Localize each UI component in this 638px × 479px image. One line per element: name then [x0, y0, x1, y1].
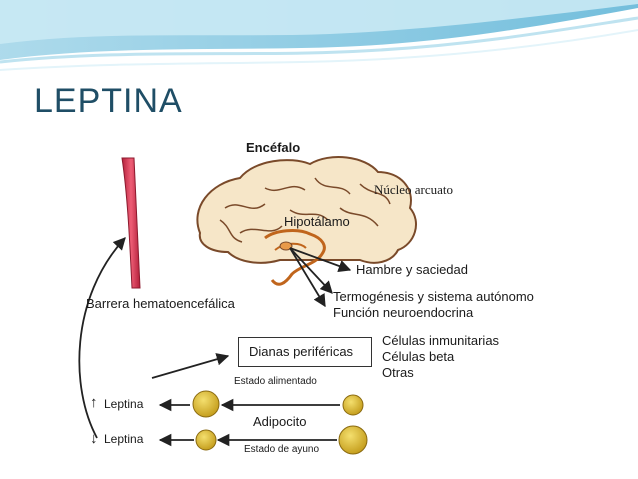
fasting-state-label: Estado de ayuno	[244, 444, 320, 455]
adipocyte-small-right	[342, 394, 364, 416]
adipocyte-large-right	[338, 425, 368, 455]
adipocyte-small-left	[195, 429, 217, 451]
diagram-graphics	[78, 156, 417, 455]
adipocyte-large-left	[192, 390, 220, 418]
hunger-satiety-label: Hambre y saciedad	[356, 262, 468, 277]
blood-brain-barrier	[121, 157, 141, 289]
adipocyte-label: Adipocito	[253, 414, 307, 429]
brain-illustration	[196, 156, 417, 286]
neuroendocrine-label: Función neuroendocrina	[333, 305, 474, 320]
peripheral-targets-label: Dianas periféricas	[249, 344, 354, 359]
leptin-up-label: Leptina	[104, 397, 144, 411]
brain-label: Encéfalo	[246, 140, 301, 155]
leptin-diagram: Encéfalo Núcleo arcuato Hipotálamo Hambr…	[60, 138, 555, 463]
leptin-down-arrow: ↓	[90, 430, 98, 447]
target-beta-cells: Células beta	[382, 349, 455, 364]
fed-state-label: Estado alimentado	[234, 376, 317, 387]
arcuate-nucleus-label: Núcleo arcuato	[374, 182, 454, 197]
slide-title: LEPTINA	[34, 82, 183, 120]
blood-brain-barrier-label: Barrera hematoencefálica	[86, 296, 235, 311]
header-wave-banner	[0, 0, 638, 80]
hypothalamus-label: Hipotálamo	[284, 214, 350, 229]
target-other: Otras	[382, 365, 414, 380]
peripheral-targets-box: Dianas periféricas	[238, 337, 372, 367]
leptin-up-arrow: ↑	[90, 394, 98, 411]
target-immune-cells: Células inmunitarias	[382, 333, 500, 348]
thermogenesis-label: Termogénesis y sistema autónomo	[333, 289, 534, 304]
leptin-down-label: Leptina	[104, 432, 144, 446]
